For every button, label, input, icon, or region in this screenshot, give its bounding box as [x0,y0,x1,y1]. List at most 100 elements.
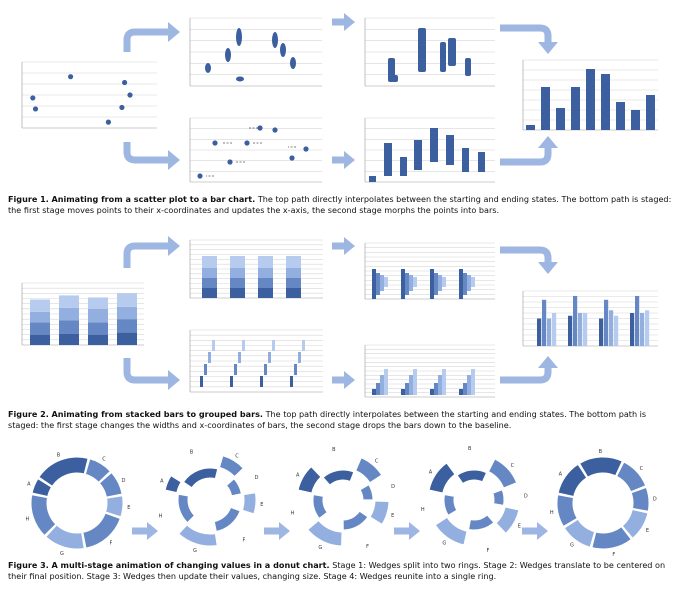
arrow-head [538,356,558,368]
stack-segment [230,268,245,278]
donut-wedge [30,494,57,537]
stack-segment [286,288,301,298]
donut-wedge [492,489,505,506]
stack-segment [434,273,438,295]
donut-wedge [312,494,328,520]
arrow-head [279,522,290,540]
donut-wedge [591,526,632,550]
arrow-shaft [394,527,410,535]
donut-wedge [359,484,374,501]
arrow-staged-step [332,371,355,389]
stacked-segment [117,332,137,345]
stack-segment [384,277,388,287]
staged-segment [212,340,215,351]
stacked-segment [117,319,137,333]
donut-wedge [468,514,495,531]
wedge-label: B [332,447,336,453]
arrow-to-interp [123,236,180,268]
donut-wedge [38,456,89,487]
donut-wedge [177,493,196,524]
morphing-point [225,48,231,62]
staged-segment [380,375,384,395]
wedge-label: D [524,494,528,500]
staged-segment [434,383,438,395]
donut-wedge [630,486,650,512]
scatter-point [32,106,39,112]
bar [586,69,595,130]
staged-segment [459,389,463,395]
stack-segment [413,277,417,287]
staged-segment [438,375,442,395]
arrow-head [168,370,180,390]
arrow-shaft [500,24,552,44]
donut-wedge [84,458,111,483]
stack-staged-panel-2 [364,344,495,398]
staged-segment [268,352,271,363]
arrow-head [538,42,558,54]
arrow-head [168,236,180,256]
stacked-segment [30,322,50,335]
morphing-bar [448,38,456,66]
wedge-label: C [640,466,644,472]
stack-segment [202,278,217,288]
figure-1-title: Animating from a scatter plot to a bar c… [51,194,256,204]
donut-wedge [104,495,124,518]
donut-wedge [621,508,649,539]
grouped-bar [614,315,619,346]
grouped-bar [578,313,583,346]
staged-segment [230,376,233,387]
staged-segment [204,364,207,375]
arrow-interp-step [332,13,355,31]
stack-segment [230,288,245,298]
stack-segment [286,256,301,268]
staged-point [272,127,278,133]
figure-2-caption: Figure 2. Animating from stacked bars to… [8,409,674,431]
wedge-label: A [296,472,300,478]
wedge-label: F [366,544,369,550]
scatter-point [119,104,125,111]
figure-1-text: The top path directly interpolates betwe… [8,194,672,215]
stacked-segment [88,297,108,309]
arrow-shaft [123,28,170,52]
arrow-head [409,522,420,540]
arrow-shaft [522,527,538,535]
figure-1-graphics [21,13,658,183]
staged-point [212,140,218,146]
arrow-stage-3 [394,522,420,540]
arrow-to-staged [123,142,180,170]
stacked-segment [59,320,79,334]
wedge-label: H [291,510,295,516]
stack-segment [258,278,273,288]
donut-wedge [213,506,241,532]
wedge-label: F [486,548,489,554]
stack-interp-panel-1 [189,239,323,299]
wedge-label: D [122,478,126,484]
wedge-label: A [559,471,563,477]
staged-segment [272,340,275,351]
donut-wedge [369,500,390,526]
arrow-shaft [500,146,552,166]
arrow-head [538,136,558,148]
figure-2-graphics [21,236,658,398]
stacked-segment [59,295,79,308]
staged-segment [264,364,267,375]
staged-segment [463,383,467,395]
grouped-bar [645,310,650,346]
donut-wedge [487,458,518,489]
grouped-bar [583,313,588,346]
staged-point [197,173,203,179]
bar [541,87,550,130]
donut-wedge [563,518,596,548]
staged-segment [413,369,417,395]
arrow-shaft [264,527,280,535]
donut-wedge [164,474,182,494]
donut-wedge [428,462,456,494]
wedge-label: D [255,475,259,481]
grouped-bar [547,318,552,346]
wedge-label: F [242,537,245,543]
staged-segment [238,352,241,363]
morphing-point [290,57,296,69]
